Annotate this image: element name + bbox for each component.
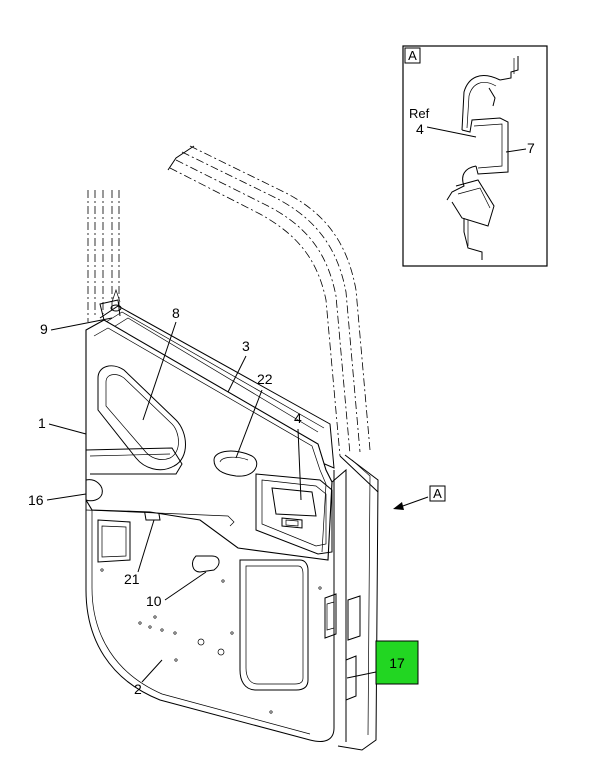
- view-a-marker: A: [433, 486, 442, 501]
- callout-21-leader: [137, 519, 155, 573]
- callout-3-leader: [227, 355, 247, 393]
- callout-8: 8: [172, 305, 180, 321]
- detail-part-7: 7: [527, 140, 535, 156]
- detail-ref-leader: [426, 126, 477, 138]
- callout-9-leader: [50, 317, 113, 331]
- detail-part-7-leader: [505, 148, 527, 153]
- detail-title-box: [404, 47, 421, 64]
- callout-2: 2: [134, 681, 142, 697]
- callout-22-leader: [235, 389, 263, 459]
- door-inner-panel: [85, 470, 335, 742]
- callout-10: 10: [146, 593, 162, 609]
- callout-2-leader: [141, 659, 163, 683]
- callouts: 9 8 3 22 4 1 16 21 10 2 A 17: [28, 305, 446, 697]
- door-outer-panel: [324, 454, 379, 751]
- door-frame-outline: [87, 145, 379, 493]
- callout-10-leader: [164, 571, 207, 601]
- view-a-marker-box: [429, 485, 446, 502]
- callout-16: 16: [28, 492, 44, 508]
- callout-9: 9: [40, 321, 48, 337]
- callout-17: 17: [389, 655, 405, 671]
- detail-ref-label: Ref: [409, 106, 430, 121]
- detail-view-a: A Ref 4 7: [402, 45, 548, 267]
- door-trim-panel: [85, 288, 335, 561]
- callout-8-leader: [142, 321, 177, 421]
- detail-ref-number: 4: [416, 121, 424, 137]
- detail-title: A: [408, 48, 417, 63]
- callout-1: 1: [38, 415, 46, 431]
- callout-21: 21: [124, 571, 140, 587]
- view-a-arrowhead: [393, 502, 404, 510]
- callout-22: 22: [257, 371, 273, 387]
- callout-17-highlight: [375, 640, 419, 685]
- detail-door-section: [446, 56, 519, 260]
- callout-17-leader: [346, 671, 377, 679]
- callout-3: 3: [242, 338, 250, 354]
- detail-frame: [402, 45, 548, 267]
- callout-4-leader: [297, 428, 302, 501]
- view-a-arrow-shaft: [399, 496, 429, 508]
- callout-4: 4: [294, 410, 302, 426]
- callout-16-leader: [46, 493, 87, 501]
- callout-1-leader: [48, 423, 87, 435]
